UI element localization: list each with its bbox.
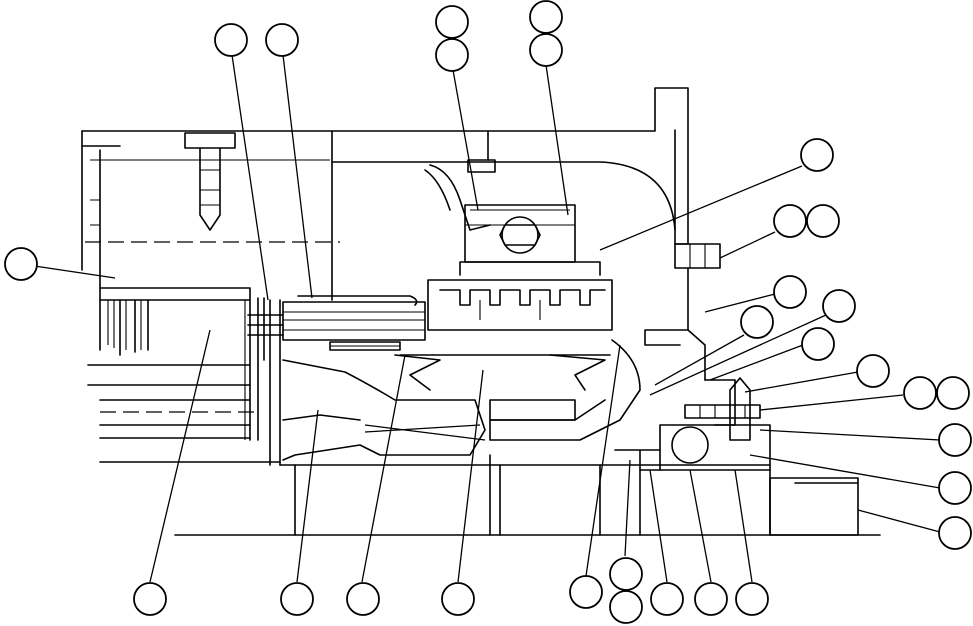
callout-balloon <box>822 289 856 323</box>
callout-balloon <box>133 582 167 616</box>
callout-balloon <box>214 23 248 57</box>
spline-shaft <box>247 295 426 351</box>
callout-balloon <box>346 582 380 616</box>
callout-balloon <box>280 582 314 616</box>
callout-balloon <box>529 0 563 34</box>
callout-balloon <box>800 138 834 172</box>
callout-balloon <box>609 557 643 591</box>
callout-balloon <box>609 590 643 624</box>
callout-balloon <box>435 38 469 72</box>
callout-balloon <box>801 327 835 361</box>
spring-hub <box>282 354 611 461</box>
callout-balloon <box>806 204 840 238</box>
callout-balloon <box>265 23 299 57</box>
callout-balloons <box>4 0 972 624</box>
callout-balloon <box>435 5 469 39</box>
callout-balloon <box>773 275 807 309</box>
callout-balloon <box>529 33 563 67</box>
mounting-bolt <box>184 132 236 231</box>
callout-balloon <box>569 575 603 609</box>
callout-balloon <box>4 247 38 281</box>
callout-balloon <box>740 305 774 339</box>
base-plate <box>174 454 881 536</box>
callout-balloon <box>938 516 972 550</box>
callout-balloon <box>936 376 970 410</box>
gear-assembly <box>424 159 613 331</box>
callout-balloon <box>694 582 728 616</box>
callout-balloon <box>650 582 684 616</box>
leader-lines <box>20 54 941 583</box>
callout-balloon <box>903 376 937 410</box>
callout-balloon <box>441 582 475 616</box>
left-body <box>87 287 281 466</box>
callout-balloon <box>773 204 807 238</box>
callout-balloon <box>735 582 769 616</box>
callout-balloon <box>938 423 972 457</box>
upper-housing <box>81 87 689 301</box>
callout-balloon <box>856 354 890 388</box>
hidden-lines <box>85 241 340 413</box>
callout-balloon <box>938 471 972 505</box>
